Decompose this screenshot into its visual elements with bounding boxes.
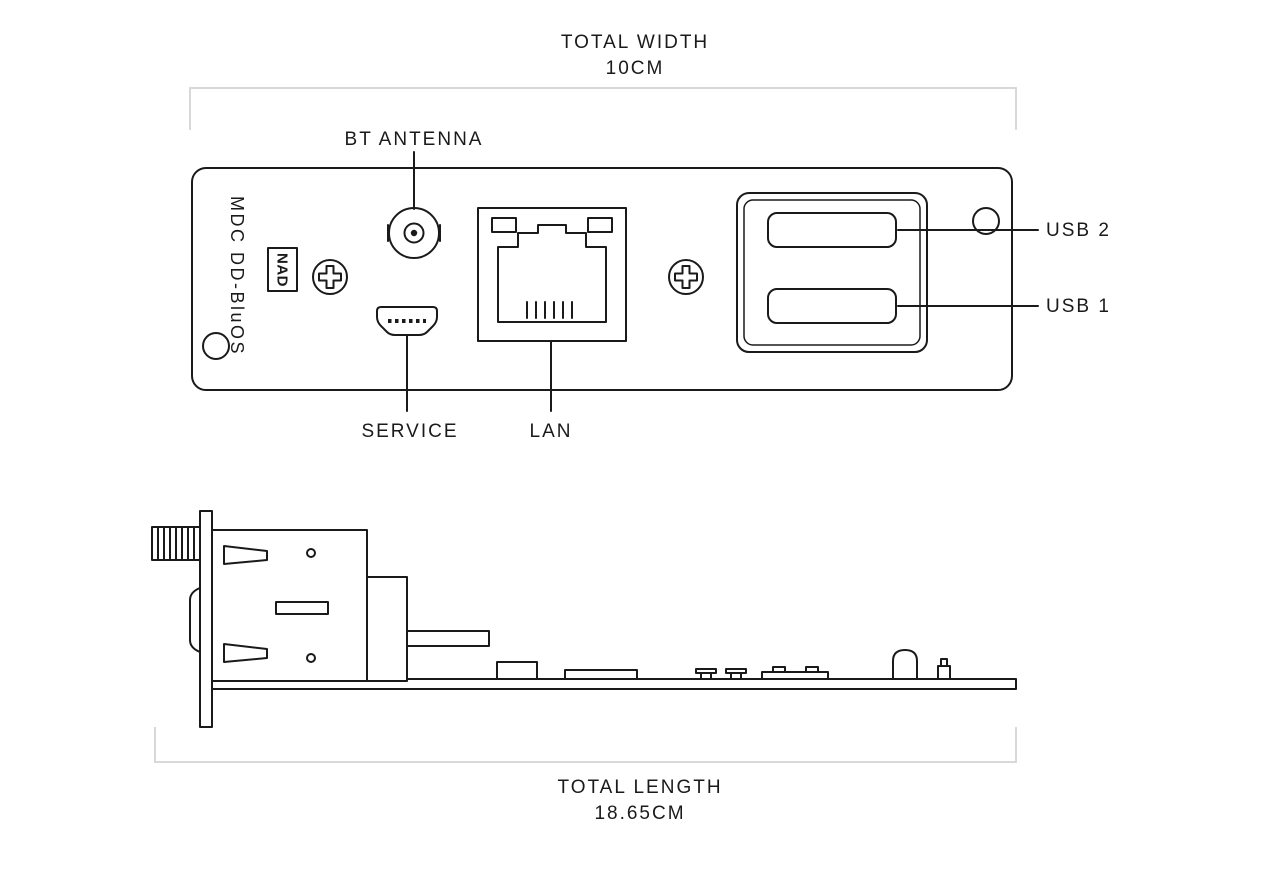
body-clip-top <box>223 545 268 565</box>
component-dome <box>892 649 918 680</box>
usb-2-label: USB 2 <box>1046 220 1111 241</box>
screw-left <box>312 259 348 295</box>
side-profile-view <box>151 510 1017 728</box>
body-hole-bottom <box>306 653 316 663</box>
screw-right <box>668 259 704 295</box>
bt-antenna-center-pin <box>410 229 418 237</box>
service-port <box>376 306 438 336</box>
lan-led-right <box>587 217 613 233</box>
connector-body <box>211 529 368 682</box>
bracket-plate <box>199 510 213 728</box>
service-label: SERVICE <box>361 421 458 442</box>
total-length-value: 18.65CM <box>594 803 685 824</box>
usb-block-inner <box>743 199 921 346</box>
lan-led-left <box>491 217 517 233</box>
front-panel-view <box>191 151 1039 412</box>
dimension-brackets <box>154 87 1017 763</box>
lan-jack-pins <box>526 301 573 319</box>
component-flat-2 <box>761 666 829 680</box>
total-length-label: TOTAL LENGTH <box>557 777 722 798</box>
usb-1-label: USB 1 <box>1046 296 1111 317</box>
screw-right-cross-icon <box>674 265 698 289</box>
bt-antenna-inner-ring <box>403 222 425 244</box>
bracket-flange <box>189 587 201 653</box>
body-hole-top <box>306 548 316 558</box>
screw-left-cross-icon <box>318 265 342 289</box>
width-dimension-bracket <box>189 87 1017 130</box>
brand-logo: NAD <box>274 253 291 287</box>
brand-box <box>267 247 298 292</box>
body-clip-bottom <box>223 643 268 663</box>
antenna-stub <box>151 526 201 561</box>
body-slot <box>275 601 329 615</box>
labels: TOTAL WIDTH 10CM BT ANTENNA MDC DD-BluOS… <box>227 32 1111 824</box>
component-flat-1 <box>564 669 638 680</box>
total-width-value: 10CM <box>606 58 665 79</box>
lan-jack-shape <box>497 224 607 323</box>
component-small <box>937 658 951 680</box>
total-width-label: TOTAL WIDTH <box>561 32 709 53</box>
mounting-hole-top-right <box>972 207 1000 235</box>
usb-block-outer <box>736 192 928 353</box>
connector-shelf <box>406 630 490 647</box>
panel-outline <box>191 167 1013 391</box>
component-cap-pair <box>695 668 747 680</box>
usb-2-slot <box>767 212 897 248</box>
mounting-hole-bottom-left <box>202 332 230 360</box>
component-box-1 <box>496 661 538 680</box>
step-block <box>366 576 408 682</box>
usb-1-slot <box>767 288 897 324</box>
length-dimension-bracket <box>154 727 1017 763</box>
lan-label: LAN <box>530 421 573 442</box>
bt-antenna-label: BT ANTENNA <box>345 129 484 150</box>
module-name-label: MDC DD-BluOS <box>227 196 247 356</box>
